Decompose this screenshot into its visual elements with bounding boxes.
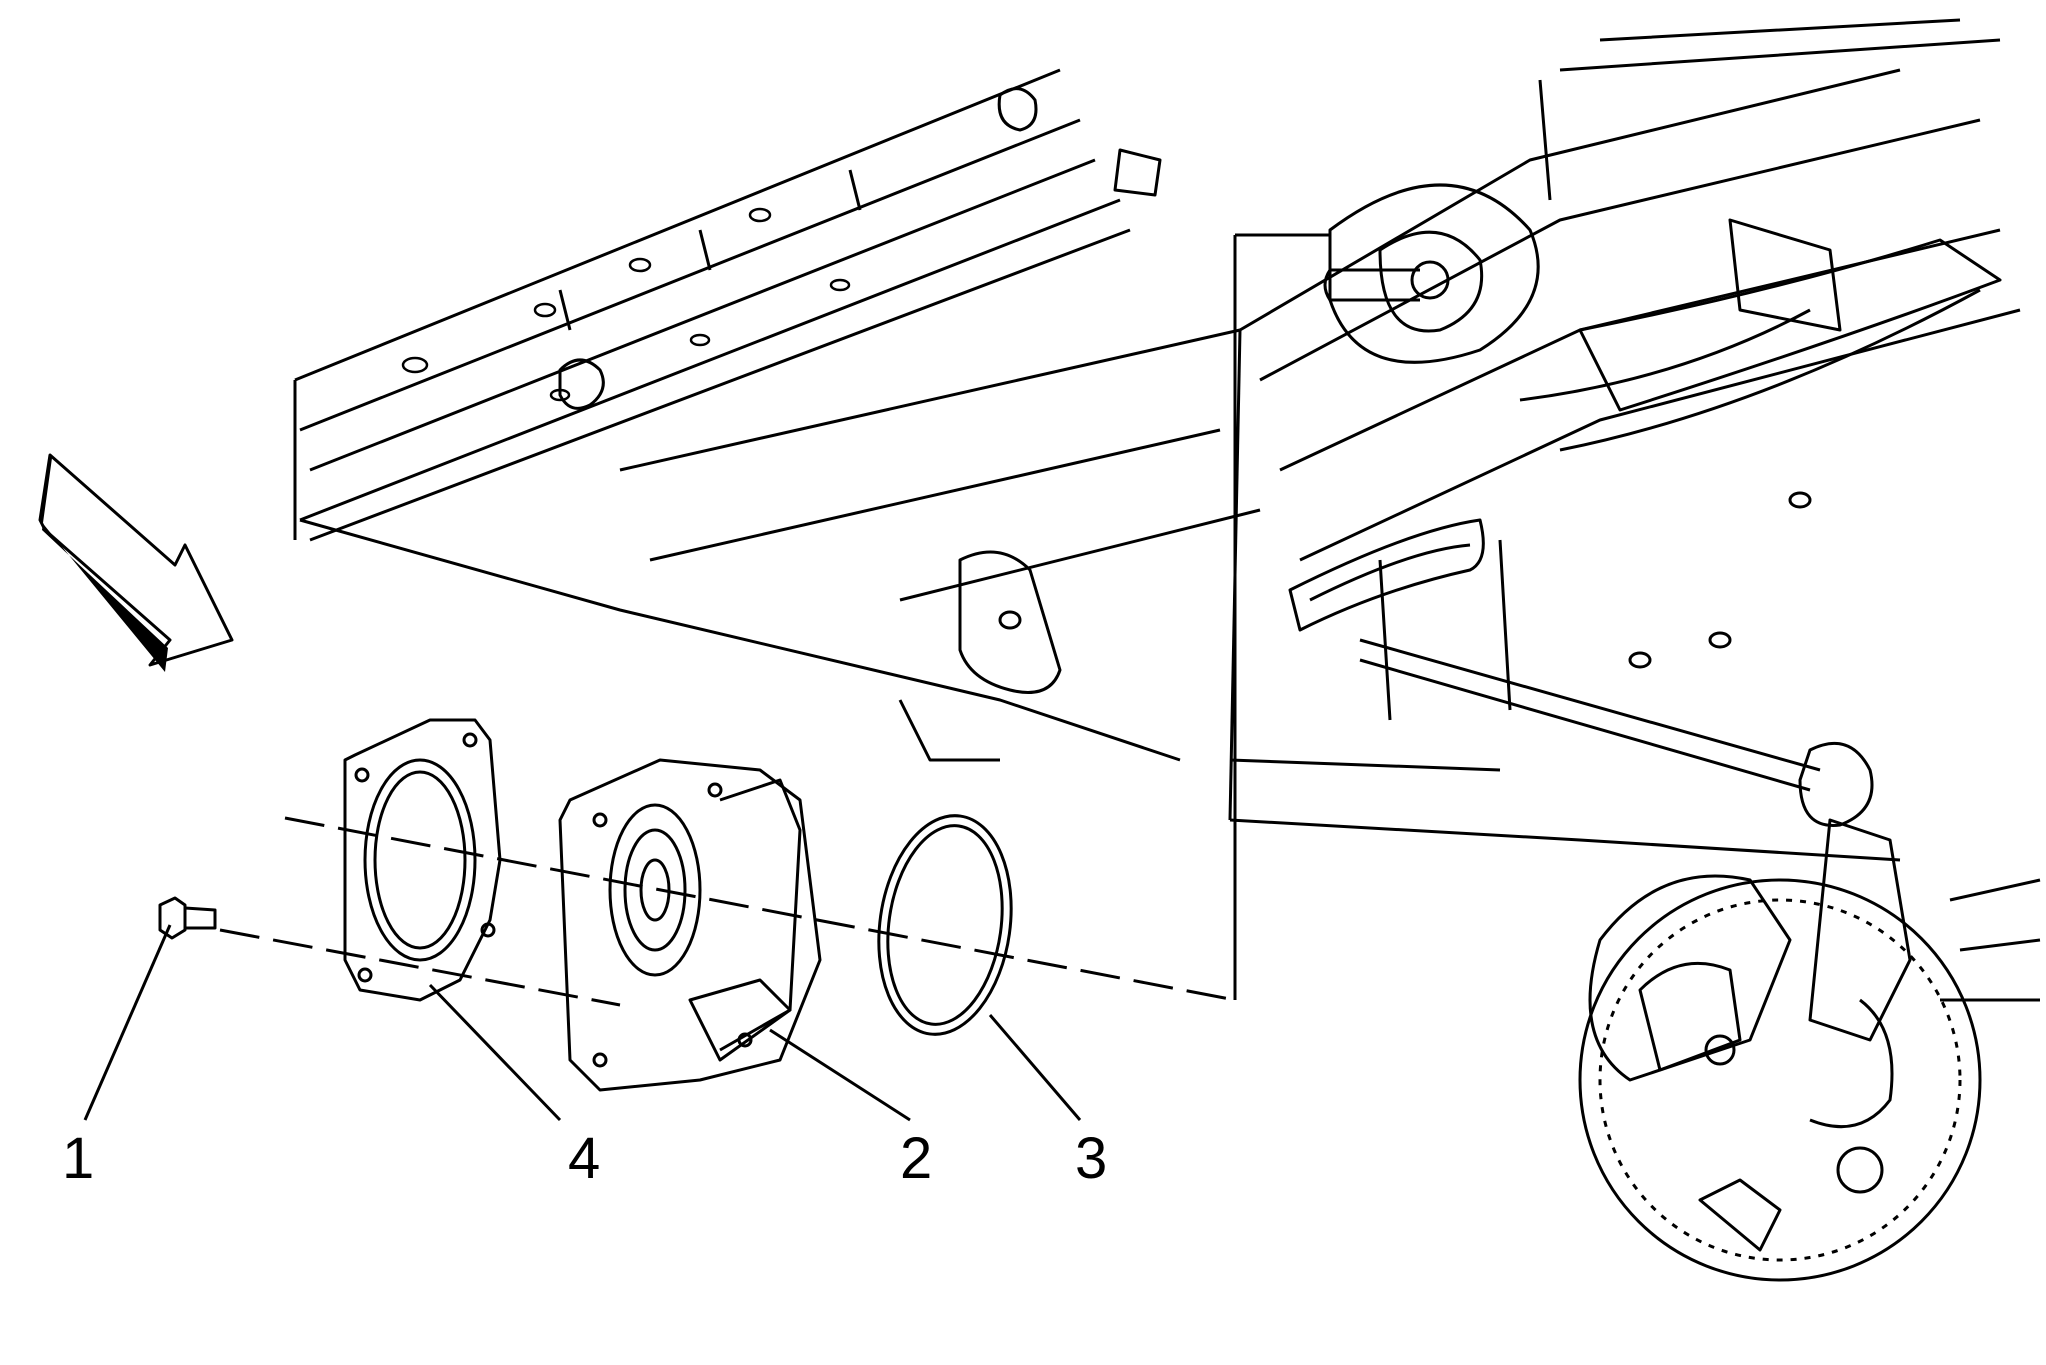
leader-lines [83, 924, 1082, 1122]
part-4-gasket [343, 718, 502, 1002]
callout-4: 4 [568, 1126, 600, 1191]
part-1-bolt [158, 896, 217, 940]
alignment-lines [219, 233, 1330, 1007]
vehicle-frame [293, 18, 2021, 862]
hub-knuckle-assembly [1578, 818, 2041, 1282]
callout-2: 2 [900, 1126, 932, 1191]
vehicle-front-arrow-icon [38, 453, 234, 672]
callout-3: 3 [1075, 1126, 1107, 1191]
part-3-o-ring [877, 814, 1013, 1036]
part-2-housing [558, 758, 822, 1092]
callout-1: 1 [62, 1126, 94, 1191]
